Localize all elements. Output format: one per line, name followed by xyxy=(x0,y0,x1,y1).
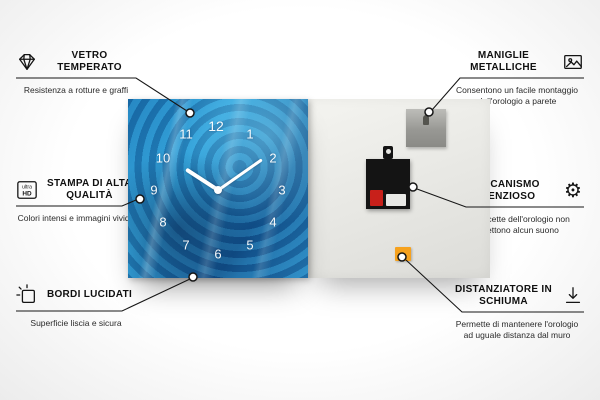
callout-description: Permette di mantenere l'orologio ad ugua… xyxy=(455,319,579,341)
minute-hand xyxy=(217,158,263,192)
gear-icon: ⚙ xyxy=(564,180,582,202)
clock-number: 2 xyxy=(269,150,277,166)
callout-title: Bordi lucidati xyxy=(46,288,133,300)
polished-edge-icon xyxy=(16,284,38,306)
clock-number: 9 xyxy=(150,182,158,198)
arrow-down-icon xyxy=(562,285,584,307)
clock-number: 7 xyxy=(182,237,190,253)
callout-description: Resistenza a rotture e graffi xyxy=(23,85,129,95)
clock-number: 11 xyxy=(179,126,193,142)
callout-vetro-temperato: Vetro temperato Resistenza a rotture e g… xyxy=(16,46,136,96)
callout-title: Vetro temperato xyxy=(57,49,122,74)
clock-number: 1 xyxy=(246,126,254,142)
clock-number: 4 xyxy=(269,214,277,230)
callout-title: Stampa di alta qualità xyxy=(47,177,132,202)
callout-distanziatore-schiuma: Distanziatore in schiuma Permette di man… xyxy=(450,280,584,342)
clock-number: 6 xyxy=(214,246,222,262)
clock-center-cap xyxy=(214,186,222,194)
metal-hanger-plate xyxy=(406,109,446,147)
callout-description: Le lancette dell'orologio non emettono a… xyxy=(464,214,570,236)
callout-title: Maniglie metalliche xyxy=(470,49,537,74)
clock-back-view xyxy=(308,99,490,278)
callout-description: Colori intensi e immagini vivide xyxy=(17,213,135,223)
callout-stampa-alta-qualita: ultra HD Stampa di alta qualità Colori i… xyxy=(16,174,136,224)
picture-frame-icon xyxy=(562,51,584,73)
clock-number: 5 xyxy=(246,237,254,253)
clock-number: 12 xyxy=(208,118,224,134)
battery xyxy=(370,190,383,206)
callout-bordi-lucidati: Bordi lucidati Superficie liscia e sicur… xyxy=(16,279,136,329)
movement-label xyxy=(386,194,406,206)
callout-description: Superficie liscia e sicura xyxy=(30,318,122,328)
svg-text:ultra: ultra xyxy=(22,185,32,191)
foam-spacer xyxy=(395,247,411,261)
clock-number: 10 xyxy=(155,150,171,166)
clock-movement xyxy=(366,146,410,209)
svg-text:HD: HD xyxy=(22,191,32,198)
ultra-hd-icon: ultra HD xyxy=(16,179,38,201)
hanging-hook xyxy=(383,146,393,159)
diamond-icon xyxy=(16,51,38,73)
clock-front-view: 12 1 2 3 4 5 6 7 8 9 10 11 xyxy=(128,99,308,278)
clock-number: 3 xyxy=(278,182,286,198)
callout-title: Distanziatore in schiuma xyxy=(454,283,553,308)
clock-number: 8 xyxy=(159,214,167,230)
keyhole-slot xyxy=(423,115,429,125)
